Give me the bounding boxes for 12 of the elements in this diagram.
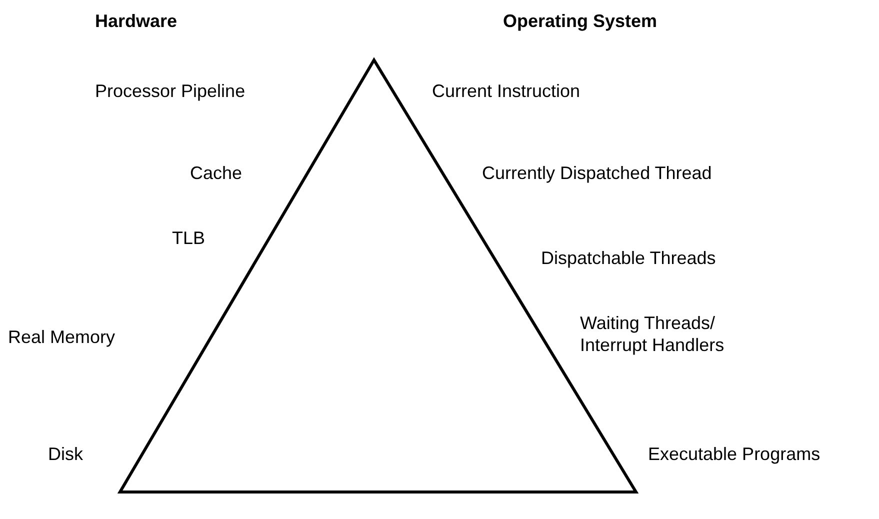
hardware-level-label: TLB bbox=[172, 227, 206, 249]
hardware-level-label: Real Memory bbox=[8, 326, 116, 348]
column-heading: Operating System bbox=[503, 10, 658, 32]
column-heading: Hardware bbox=[95, 10, 178, 32]
os-level-label: Waiting Threads/ Interrupt Handlers bbox=[580, 312, 726, 356]
os-level-label: Executable Programs bbox=[648, 443, 820, 465]
os-level-label: Current Instruction bbox=[432, 80, 580, 102]
os-level-label: Dispatchable Threads bbox=[541, 247, 716, 269]
hardware-level-label: Processor Pipeline bbox=[95, 80, 246, 102]
hardware-level-label: Cache bbox=[190, 162, 242, 184]
os-level-label: Currently Dispatched Thread bbox=[482, 162, 712, 184]
hardware-level-label: Disk bbox=[48, 443, 83, 465]
